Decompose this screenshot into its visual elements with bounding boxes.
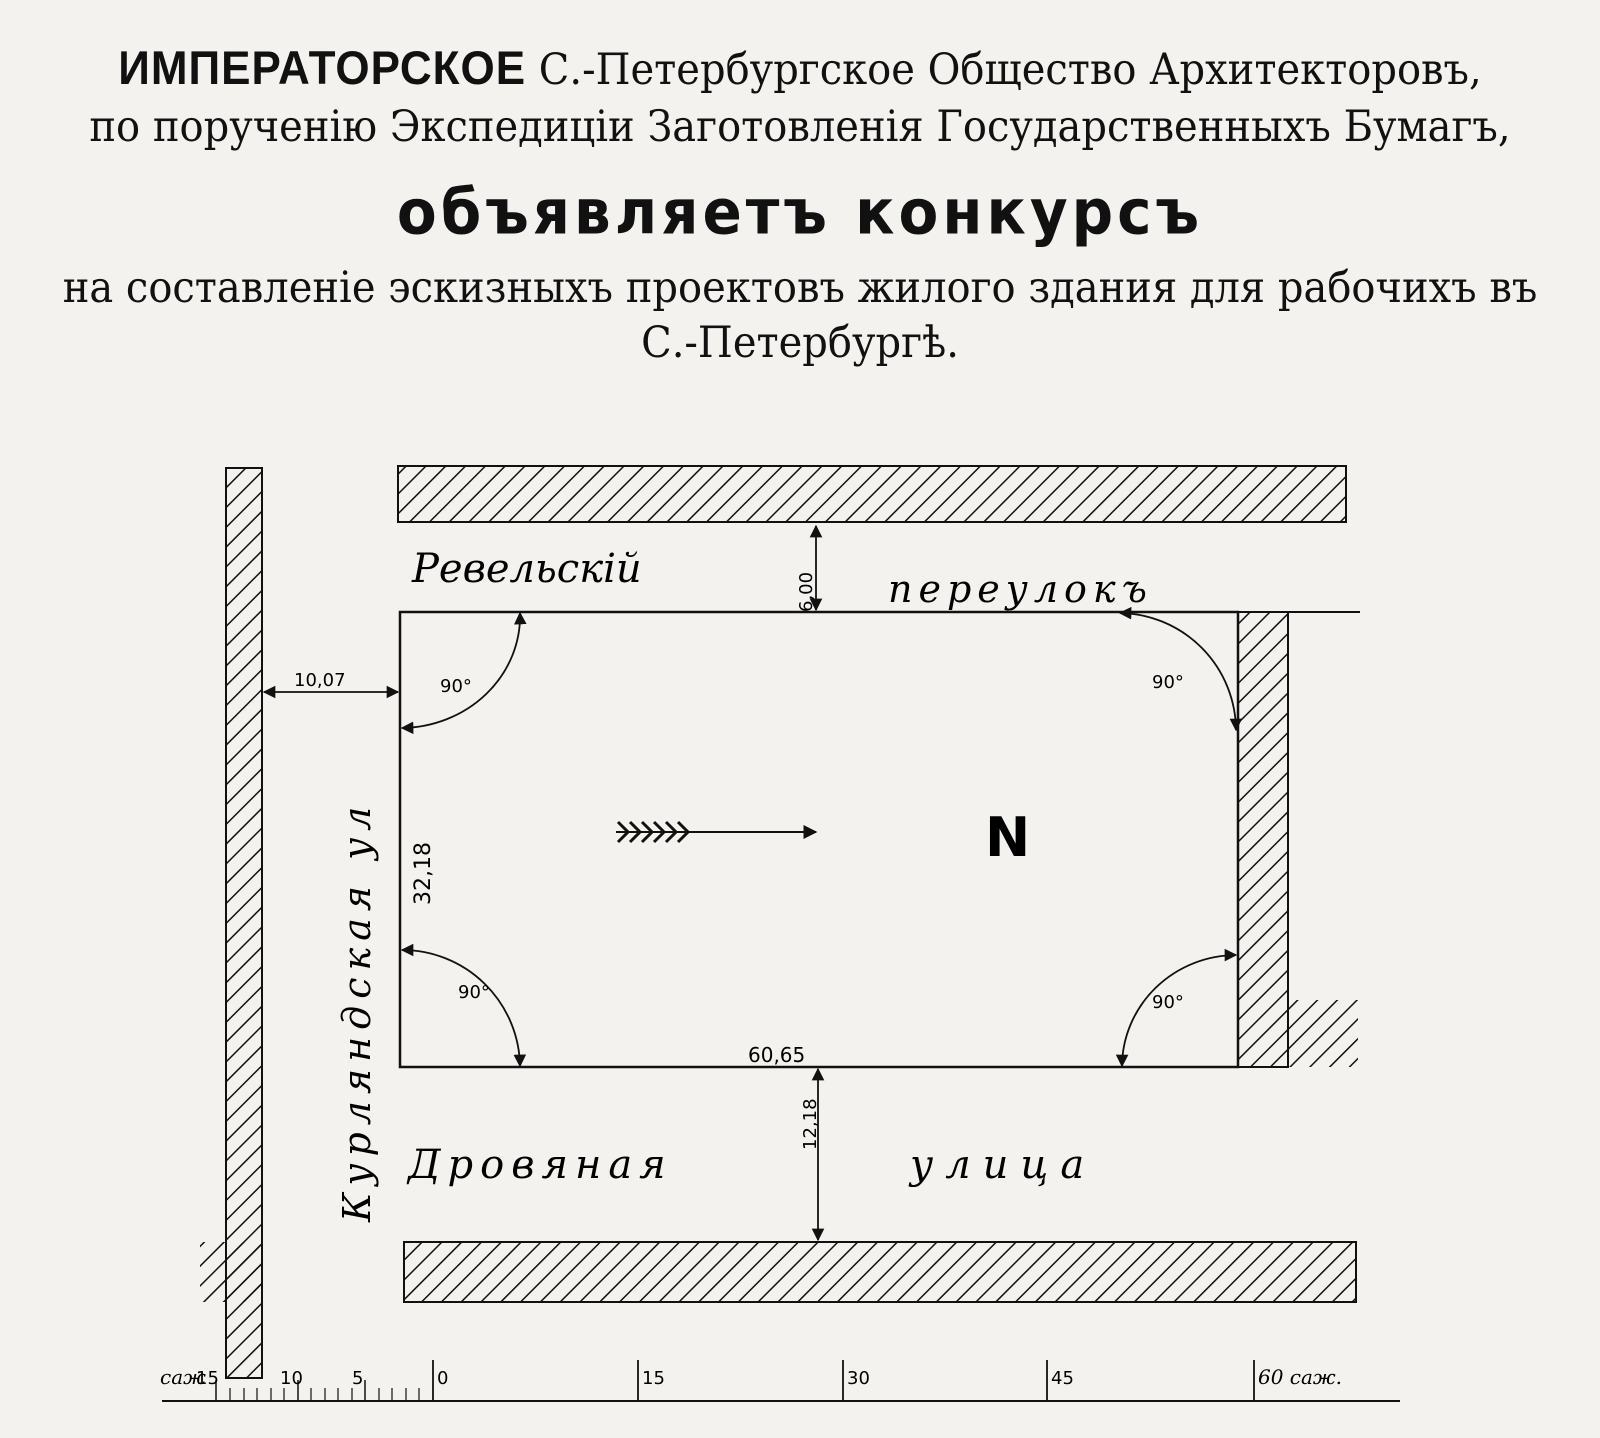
angle-label-top-left: 90° <box>440 676 472 697</box>
hatched-wall-top <box>397 465 1347 523</box>
competition-title: объявляетъ конкурсъ <box>396 175 1204 249</box>
hatched-wall-bottom <box>403 1241 1357 1303</box>
scale-bar <box>162 1360 1400 1402</box>
hatched-wall-right-bottom <box>1288 1000 1358 1067</box>
hatched-wall-left <box>225 467 263 1379</box>
scale-label-15-left: 15 <box>196 1368 219 1389</box>
street-label-revelsky: Ревельскій <box>411 546 642 592</box>
street-label-drovyanaya: Дровяная <box>406 1142 673 1188</box>
header-line-4: на составленіе эскизныхъ проектовъ жилог… <box>62 263 1538 313</box>
header-line-5: С.-Петербургѣ. <box>641 318 959 368</box>
angle-arc-top-right <box>1118 606 1243 732</box>
society-title-rest: С.-Петербургское Общество Архитекторовъ, <box>538 45 1482 95</box>
scale-label-15: 15 <box>642 1368 665 1389</box>
dimension-top-gap: 6,00 <box>796 572 817 612</box>
scale-label-60-sazh: 60 саж. <box>1258 1365 1342 1389</box>
header-line-2: по порученію Экспедиціи Заготовленія Гос… <box>89 102 1511 152</box>
street-label-ulitsa: улица <box>908 1142 1096 1188</box>
street-label-pereulok: переулокъ <box>888 567 1153 611</box>
dimension-left-gap: 10,07 <box>294 670 346 691</box>
dimension-plot-width: 60,65 <box>748 1043 805 1067</box>
scale-label-0: 0 <box>437 1368 448 1389</box>
hatched-strip-right-top <box>1288 612 1358 620</box>
scale-label-30: 30 <box>847 1368 870 1389</box>
society-title-imperial: ИМПЕРАТОРСКОЕ <box>118 42 527 95</box>
hatched-wall-bottom-left <box>200 1242 262 1302</box>
angle-arc-top-left <box>400 611 527 735</box>
street-label-kurlyandskaya: Курляндская ул <box>335 800 379 1223</box>
scale-label-45: 45 <box>1051 1368 1074 1389</box>
angle-label-bottom-left: 90° <box>458 982 490 1003</box>
angle-label-top-right: 90° <box>1152 672 1184 693</box>
angle-arc-bottom-right <box>1115 948 1238 1068</box>
scale-unit-left: саж <box>160 1365 206 1389</box>
hatched-wall-right <box>1237 611 1289 1068</box>
angle-label-bottom-right: 90° <box>1152 992 1184 1013</box>
north-label: N <box>985 806 1030 869</box>
north-arrow <box>616 820 818 844</box>
header-line-1: ИМПЕРАТОРСКОЕ С.-Петербургское Общество … <box>0 42 1600 96</box>
building-plot <box>398 610 1240 1069</box>
dimension-plot-height: 32,18 <box>411 842 436 905</box>
dimension-bottom-gap: 12,18 <box>800 1098 821 1150</box>
angle-arc-bottom-left <box>400 943 527 1068</box>
scale-label-10: 10 <box>280 1368 303 1389</box>
scale-label-5: 5 <box>352 1368 363 1389</box>
